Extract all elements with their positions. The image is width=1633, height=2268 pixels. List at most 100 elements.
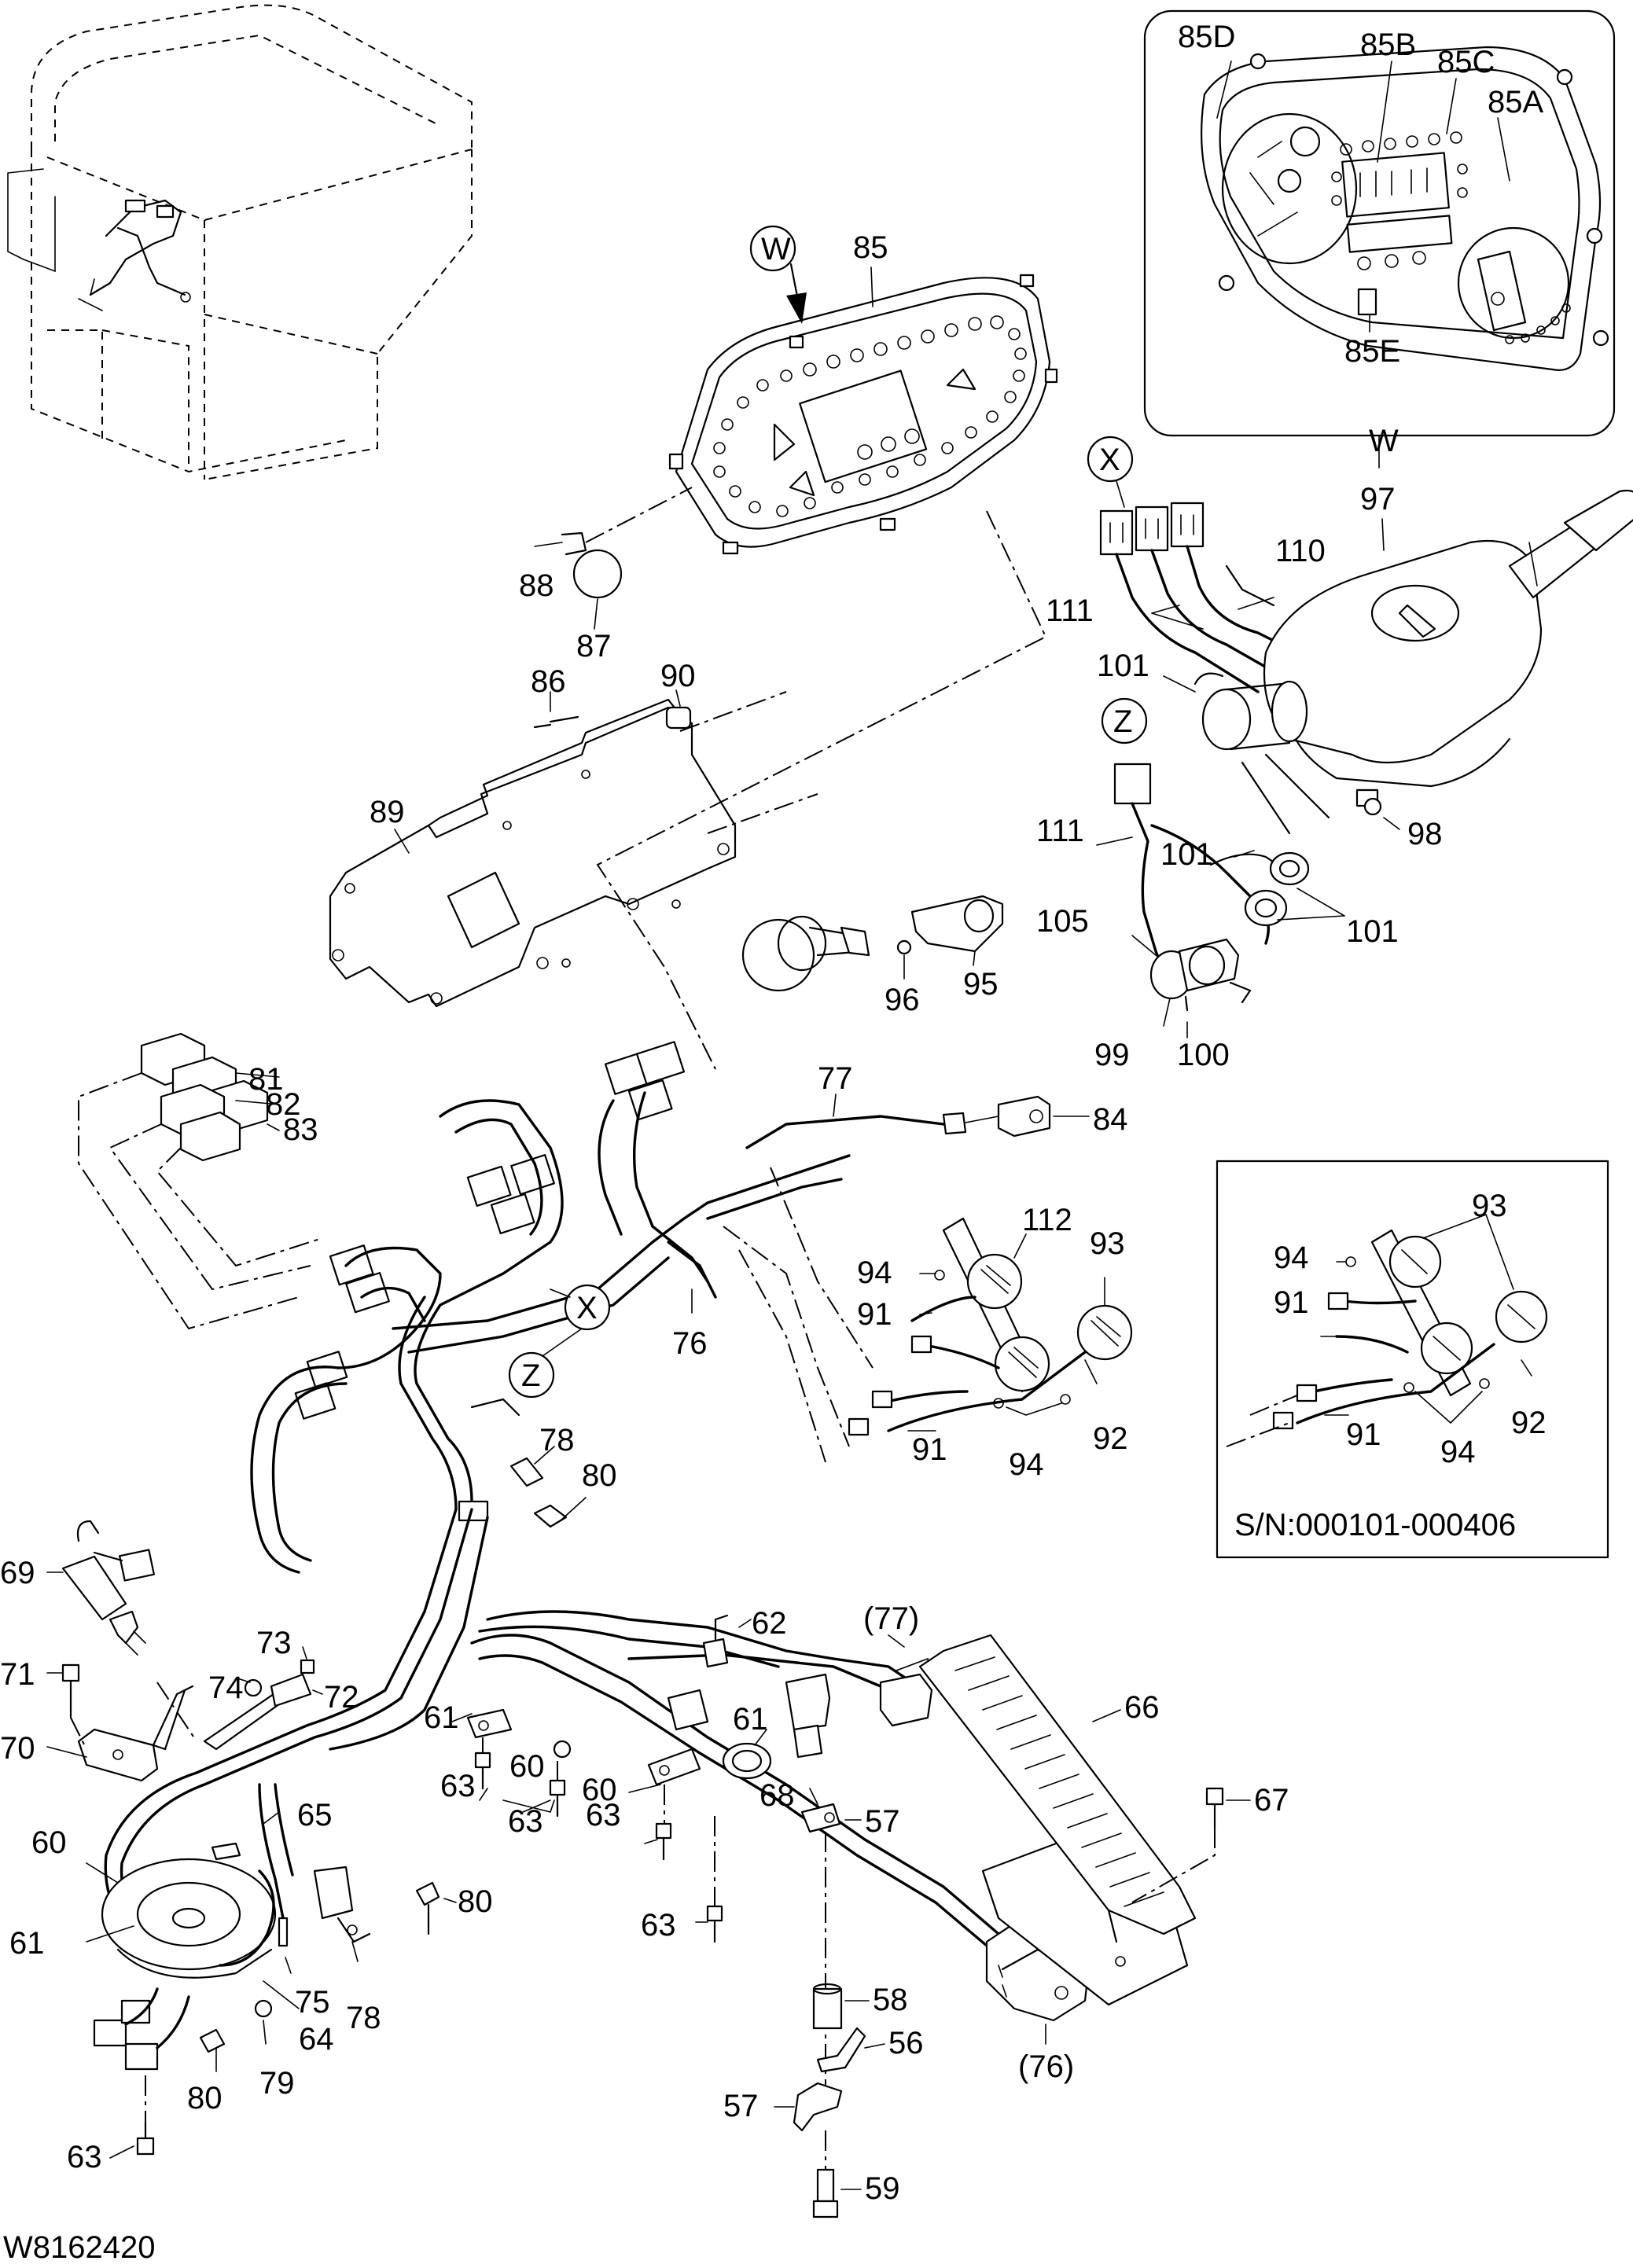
callout-101-middle: 101 [1160,837,1213,872]
callout-84: 84 [1093,1102,1128,1137]
callout-67: 67 [1254,1783,1289,1818]
callout-85e: 85E [1344,334,1400,369]
callout-85c: 85C [1437,45,1495,79]
inset-callout-92: 92 [1511,1406,1547,1440]
callout-94-upper: 94 [857,1255,892,1290]
mounting-hardware-56-59: 58 56 57 59 [723,1983,924,2218]
callout-63-bottom: 63 [641,1908,676,1943]
callout-95: 95 [963,967,999,1002]
callout-74: 74 [208,1671,244,1705]
callout-99: 99 [1094,1038,1130,1072]
callout-57-upper: 57 [865,1804,900,1839]
callout-63-lower-left: 63 [67,2140,102,2174]
callout-66: 66 [1124,1690,1160,1725]
callout-68: 68 [759,1778,795,1813]
callout-97: 97 [1360,482,1396,516]
callout-60-middle: 60 [582,1773,617,1807]
callout-93: 93 [1090,1226,1125,1261]
view-label-w: W [1369,424,1399,458]
callout-63-middle: 63 [508,1804,543,1839]
relays-81-82-83: 81 82 83 [78,1032,323,1330]
callout-81: 81 [248,1062,284,1097]
callout-73: 73 [256,1626,292,1660]
callout-110: 110 [1275,534,1326,568]
callout-62: 62 [752,1606,787,1641]
callout-80-lower: 80 [187,2081,223,2115]
callout-63-right: 63 [586,1798,621,1832]
callout-89: 89 [370,795,405,829]
callout-98: 98 [1407,817,1443,851]
callout-77-ref: (77) [863,1601,919,1636]
inset-callout-91-lower: 91 [1346,1417,1381,1452]
cab-overview-illustration [7,4,473,480]
lower-harness: 60 65 80 61 75 78 64 79 80 63 [9,1508,493,2174]
harness-clamps: (76) 61 62 (77) [424,1601,1091,2091]
callout-101-lower: 101 [1346,914,1399,949]
callout-77: 77 [818,1061,853,1096]
inset-callout-91-upper: 91 [1274,1285,1309,1320]
inset-serial-variant: 93 94 91 92 91 94 S/N:000101-000406 [1216,1160,1609,1559]
callout-111-lower: 111 [1036,814,1084,848]
callout-92: 92 [1093,1421,1128,1456]
callout-78-upper: 78 [539,1423,575,1457]
callout-56: 56 [888,2026,924,2060]
view-marker-w: W [761,232,791,266]
callout-85a: 85A [1488,85,1543,119]
callout-86: 86 [531,664,566,699]
callout-61-ring: 61 [733,1702,768,1737]
callout-94-lower: 94 [1009,1447,1044,1482]
callout-58: 58 [873,1983,908,2017]
callout-71: 71 [0,1657,35,1692]
inset-detail-w: 85D 85B 85C 85A 85E W [1143,9,1616,469]
callout-63-clamp: 63 [440,1769,476,1803]
inset-callout-94-upper: 94 [1274,1241,1309,1275]
callout-111-upper: 111 [1046,594,1094,628]
serial-number-range: S/N:000101-000406 [1234,1508,1516,1542]
callout-76-sensor: (76) [1018,2049,1074,2084]
callout-85: 85 [853,230,888,265]
callout-70: 70 [0,1731,35,1766]
callout-75: 75 [295,1985,330,2020]
callout-90: 90 [660,659,696,693]
callout-61-clamp: 61 [424,1700,459,1735]
callout-88: 88 [519,568,554,603]
callout-64: 64 [299,2022,334,2057]
figure-code: W8162420 [3,2230,155,2265]
main-harness: 77 84 X Z 76 78 80 [250,1041,1128,1574]
callout-80-upper: 80 [582,1458,617,1493]
callout-60-lower: 60 [31,1825,67,1860]
callout-112: 112 [1022,1203,1072,1237]
inset-callout-94-lower: 94 [1440,1435,1476,1469]
view-marker-z-right: Z [1113,704,1132,739]
callout-96: 96 [885,983,920,1017]
instrument-panel-85: W 85 88 87 [519,225,1058,663]
accelerator-pedal-66: 67 66 [918,1634,1289,2006]
callout-85b: 85B [1360,28,1416,62]
callout-57-lower: 57 [723,2089,759,2123]
callout-82: 82 [266,1087,301,1122]
view-marker-x-top: X [1099,443,1120,477]
callout-69: 69 [0,1556,35,1590]
rocker-switches-91-94: 112 93 94 91 92 91 94 [848,1203,1133,1482]
inset-callout-93: 93 [1472,1189,1507,1223]
callout-85d: 85D [1178,20,1235,54]
callout-83: 83 [283,1112,318,1147]
callout-76: 76 [672,1326,708,1361]
view-marker-z-harness: Z [521,1358,540,1393]
callout-105: 105 [1036,904,1089,939]
callout-78-lower: 78 [346,2001,381,2035]
callout-72: 72 [324,1680,359,1715]
callout-101-upper: 101 [1097,649,1149,683]
callout-91-upper: 91 [857,1297,892,1332]
sub-harness-z: Z 111 101 101 105 99 100 [1036,697,1399,1072]
callout-87: 87 [576,629,612,663]
callout-65: 65 [297,1798,333,1832]
callout-80-middle: 80 [458,1884,493,1919]
key-switch: 96 95 [741,895,1004,1017]
column-switch-97: X 97 110 111 101 98 [1046,436,1633,851]
view-marker-x-harness: X [576,1291,598,1325]
callout-61-lower: 61 [9,1926,45,1961]
mounting-bracket-89: 86 90 89 [329,510,1047,1070]
callout-60-upper: 60 [509,1749,545,1784]
